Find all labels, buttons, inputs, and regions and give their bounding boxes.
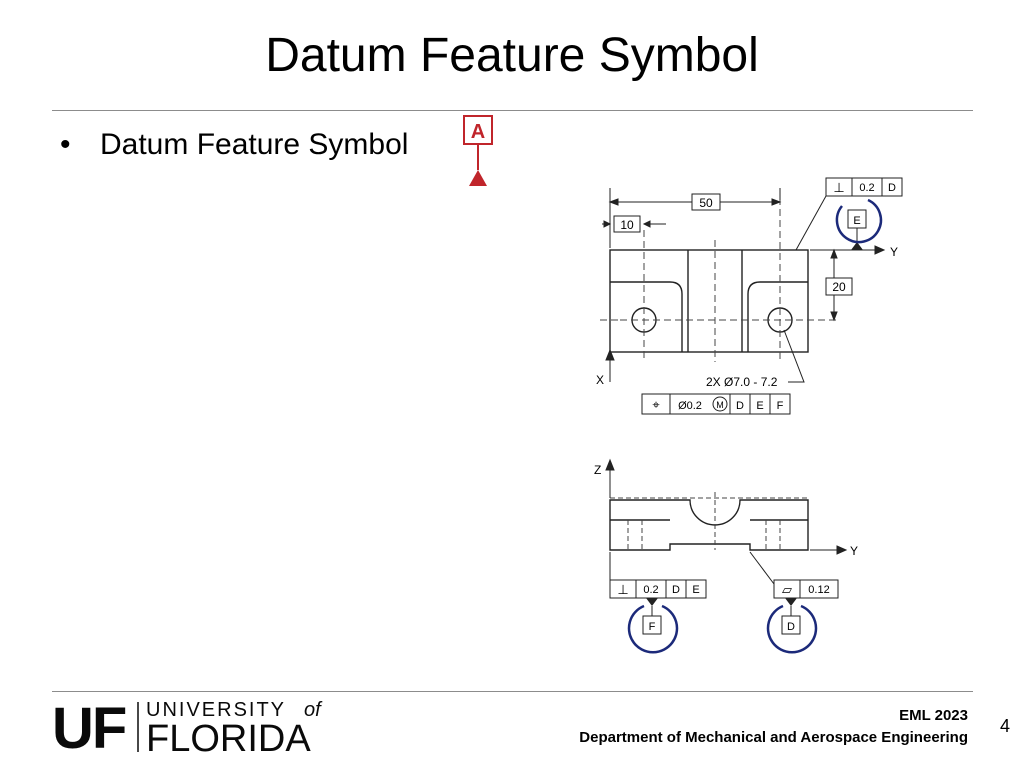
feature-control-frame-d: ▱ 0.12: [773, 579, 839, 599]
highlight-circle-f: [627, 604, 679, 654]
feature-control-frame-f: ⊥ 0.2 D E: [609, 579, 707, 599]
svg-text:M: M: [716, 400, 724, 410]
svg-text:E: E: [692, 584, 699, 596]
svg-text:0.12: 0.12: [808, 584, 829, 596]
svg-text:D: D: [672, 584, 680, 596]
svg-text:E: E: [756, 400, 763, 412]
footer-text: EML 2023 Department of Mechanical and Ae…: [579, 705, 968, 749]
datum-e-letter: E: [853, 215, 860, 227]
datum-d-letter: D: [787, 621, 795, 633]
bullet-text: Datum Feature Symbol: [100, 128, 409, 161]
dim-10-label: 10: [620, 218, 634, 232]
svg-text:F: F: [777, 400, 784, 412]
svg-text:UF: UF: [52, 696, 126, 756]
slide-title: Datum Feature Symbol: [265, 29, 759, 82]
bullet-item: • Datum Feature Symbol: [60, 128, 408, 162]
svg-text:0.2: 0.2: [643, 584, 658, 596]
bullet-marker: •: [60, 128, 71, 161]
svg-text:D: D: [888, 182, 896, 194]
axis-x-label: X: [596, 373, 604, 387]
svg-text:0.2: 0.2: [859, 182, 874, 194]
svg-text:⌖: ⌖: [652, 397, 660, 412]
axis-y-label-bottom: Y: [850, 544, 858, 558]
svg-text:D: D: [736, 400, 744, 412]
position-control-frame: ⌖ Ø0.2 M D E F: [641, 393, 791, 415]
svg-text:UNIVERSITY: UNIVERSITY: [146, 699, 286, 721]
feature-control-frame-e: ⊥ 0.2 D: [825, 177, 903, 197]
highlight-circle-e: [835, 198, 883, 244]
datum-symbol-icon: A: [463, 115, 493, 186]
footer-divider: [52, 691, 973, 692]
course-code: EML 2023: [899, 707, 968, 724]
axis-z-label: Z: [594, 463, 601, 477]
dim-20-label: 20: [832, 280, 846, 294]
title-divider: [52, 110, 973, 111]
datum-symbol-letter: A: [471, 121, 485, 143]
hole-note: 2X Ø7.0 - 7.2: [706, 375, 778, 389]
svg-text:⊥: ⊥: [833, 180, 844, 195]
svg-text:⊥: ⊥: [617, 582, 628, 597]
uf-logo: UF UNIVERSITY of FLORIDA: [52, 696, 323, 756]
drawing-top-view: 50 10 20 ⊥ 0.2 D E Y X 2X Ø7.0 - 7.2 ⌖ Ø…: [596, 177, 903, 415]
svg-text:▱: ▱: [782, 582, 792, 597]
svg-text:FLORIDA: FLORIDA: [146, 718, 311, 756]
svg-text:of: of: [304, 699, 323, 721]
dim-50-label: 50: [699, 196, 713, 210]
axis-y-label: Y: [890, 245, 898, 259]
drawing-front-view: Z Y ⊥ 0.2 D E ▱ 0.12 F D: [594, 458, 858, 654]
page-number: 4: [1000, 716, 1011, 736]
highlight-circle-d: [766, 604, 818, 654]
svg-text:Ø0.2: Ø0.2: [678, 400, 702, 412]
department-name: Department of Mechanical and Aerospace E…: [579, 729, 968, 746]
datum-f-letter: F: [649, 621, 656, 633]
